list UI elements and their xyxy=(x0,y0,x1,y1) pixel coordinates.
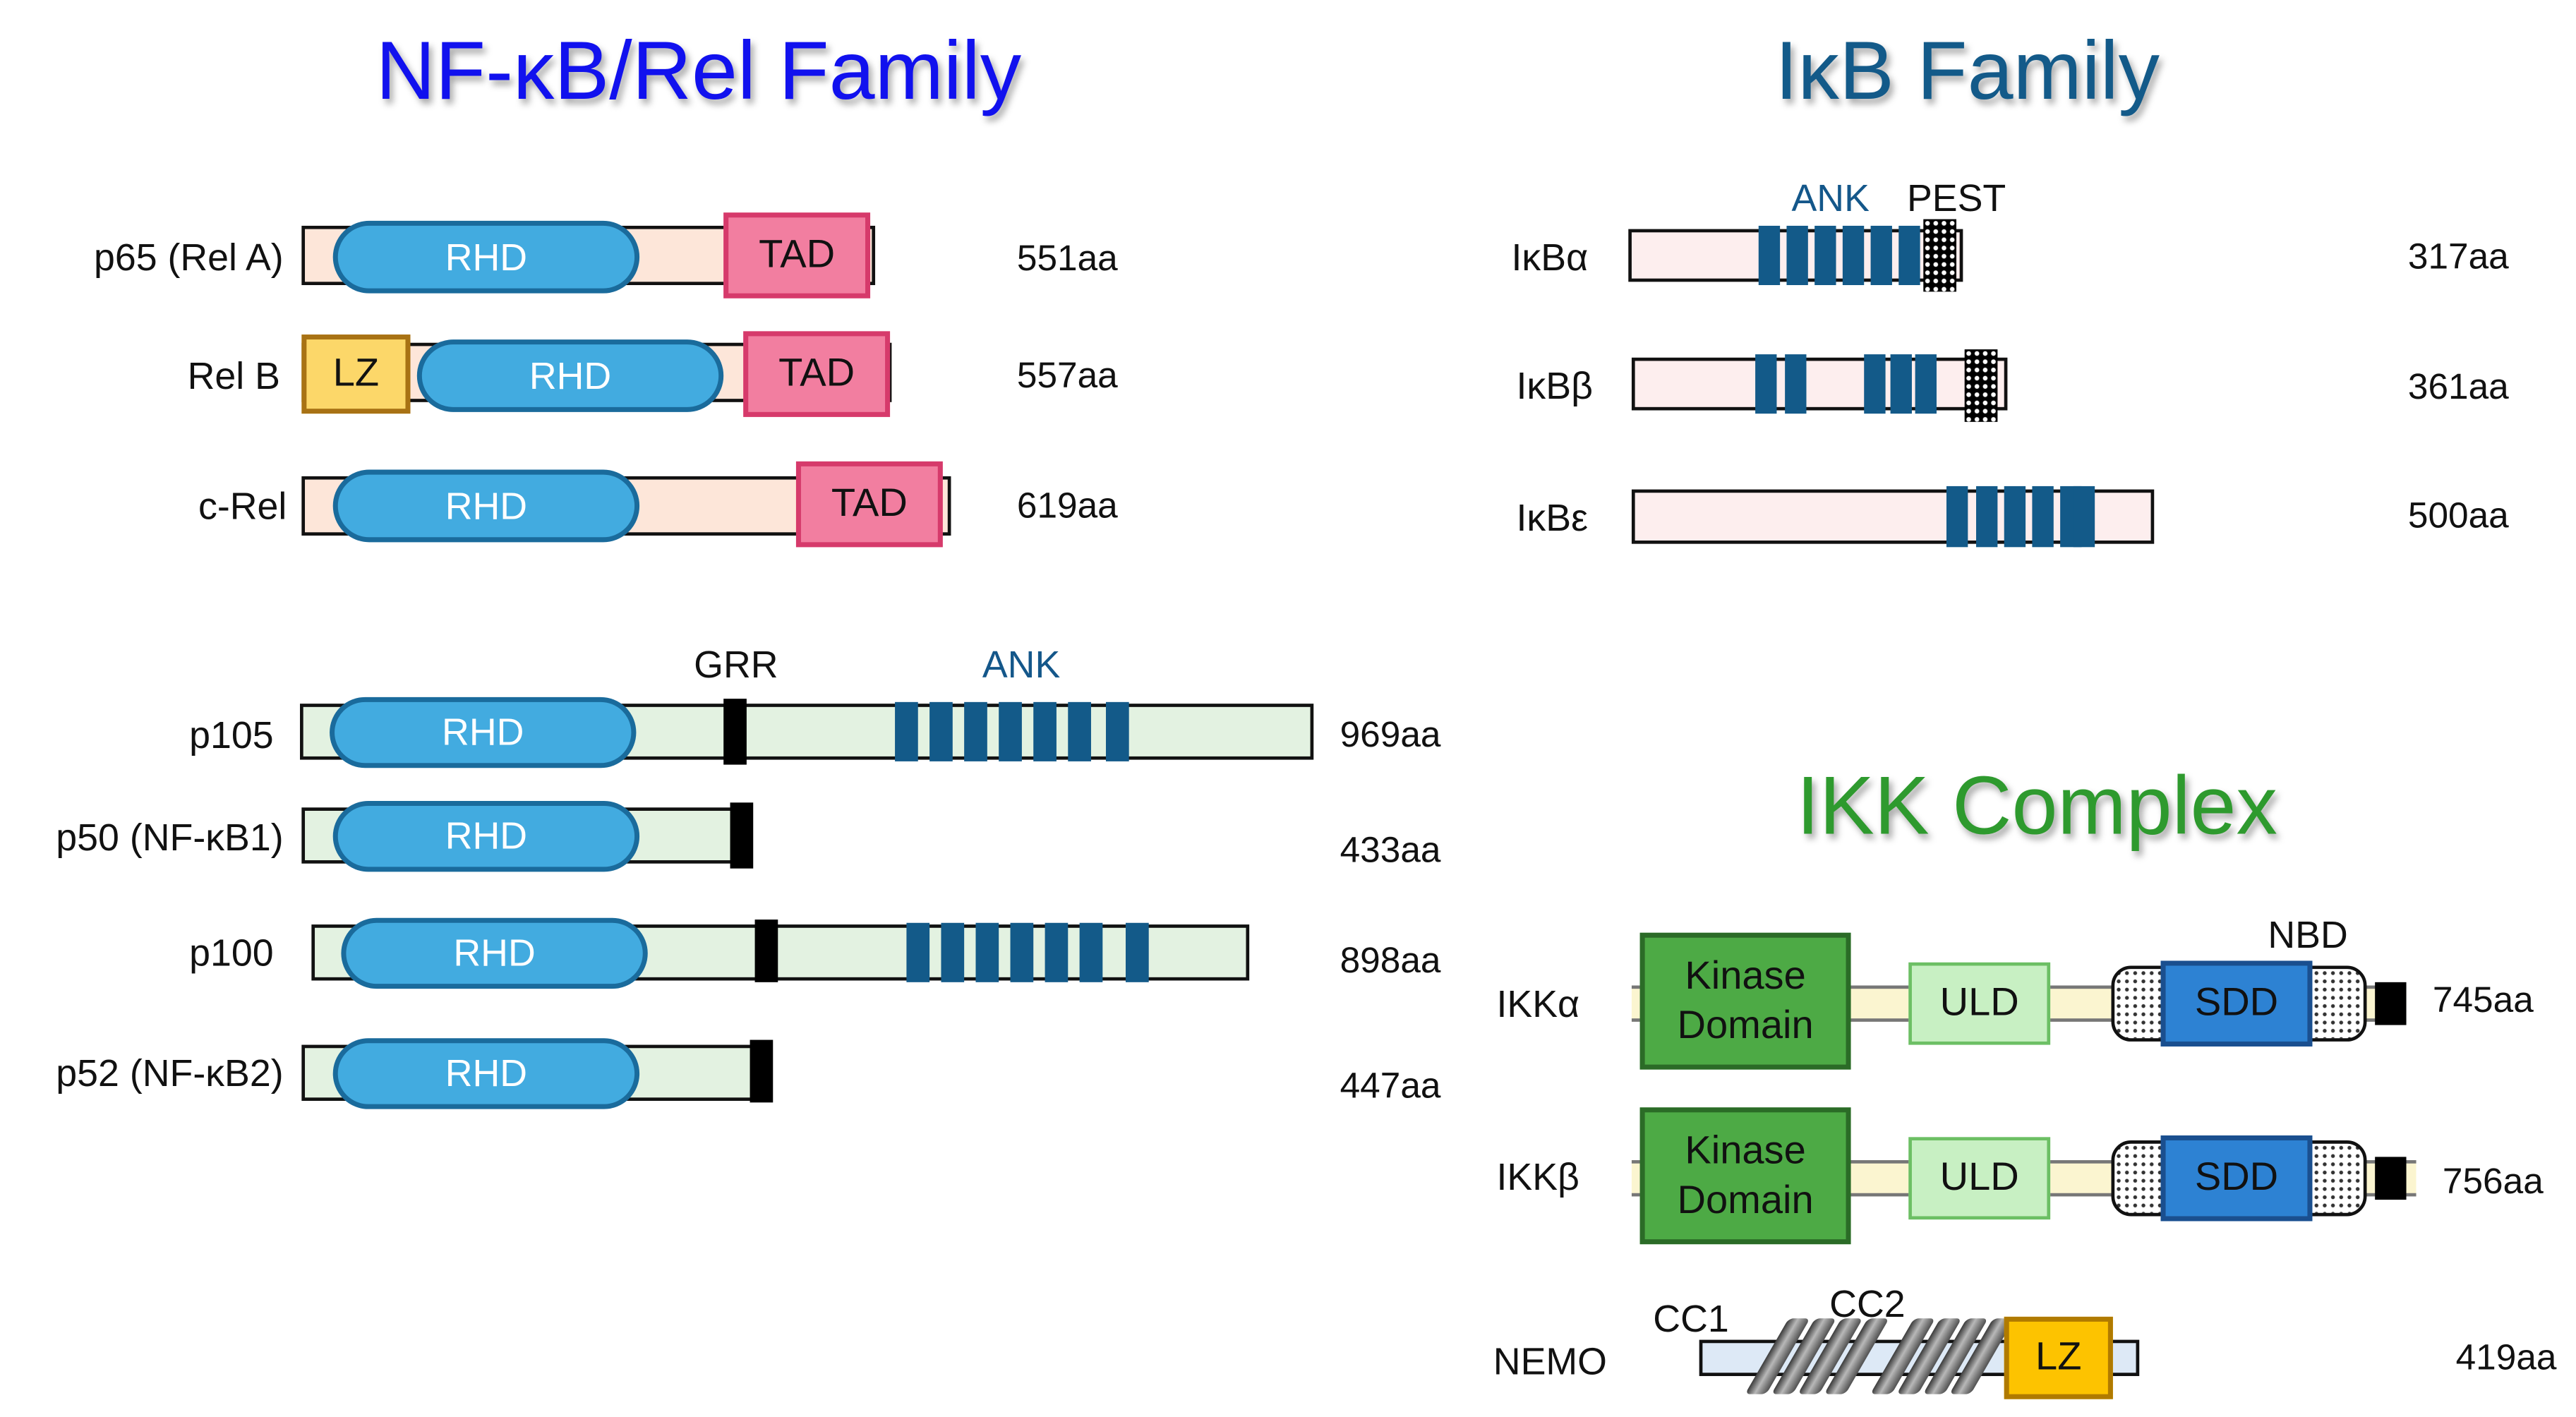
label-ank-ikb: ANK xyxy=(1791,176,1870,219)
rhd-domain: RHD xyxy=(330,697,637,768)
rhd-domain: RHD xyxy=(332,1038,640,1109)
lz-domain: LZ xyxy=(301,334,411,414)
title-ikk-complex: IKK Complex xyxy=(1796,759,2277,852)
length-ikbe: 500aa xyxy=(2407,494,2509,536)
rhd-domain: RHD xyxy=(332,800,640,872)
backbone-ikbb xyxy=(1631,357,2008,411)
length-p52: 447aa xyxy=(1340,1064,1441,1106)
ank-repeat xyxy=(929,701,953,761)
ank-repeat xyxy=(1033,701,1057,761)
label-pest: PEST xyxy=(1906,176,2006,219)
protein-label-nemo: NEMO xyxy=(1493,1339,1607,1383)
protein-label-p65: p65 (Rel A) xyxy=(93,235,284,279)
ank-repeat xyxy=(1814,225,1836,286)
label-ank-precursor: ANK xyxy=(982,642,1061,686)
sdd-domain: SDD xyxy=(2160,960,2313,1047)
grr-block xyxy=(723,699,747,765)
ank-repeat xyxy=(1045,922,1069,982)
protein-label-ikkb: IKKβ xyxy=(1496,1155,1579,1198)
protein-label-relb: Rel B xyxy=(187,354,281,397)
length-ikbb: 361aa xyxy=(2407,366,2509,407)
length-ikba: 317aa xyxy=(2407,235,2509,277)
protein-label-ikba: IκBα xyxy=(1511,235,1589,279)
uld-domain: ULD xyxy=(1908,962,2051,1045)
ank-repeat xyxy=(1890,354,1912,414)
length-p100: 898aa xyxy=(1340,939,1441,981)
ank-repeat xyxy=(2032,486,2054,548)
tad-domain: TAD xyxy=(795,461,943,548)
uld-domain: ULD xyxy=(1908,1137,2051,1220)
tad-domain: TAD xyxy=(743,331,891,417)
c-term-block xyxy=(750,1039,774,1103)
ank-repeat xyxy=(1870,225,1892,286)
length-nemo: 419aa xyxy=(2455,1336,2557,1378)
ank-repeat xyxy=(975,922,999,982)
grr-block xyxy=(754,919,778,982)
length-p105: 969aa xyxy=(1340,713,1441,755)
title-ikb-family: IκB Family xyxy=(1775,25,2160,117)
rhd-domain: RHD xyxy=(332,469,640,543)
protein-label-crel: c-Rel xyxy=(198,484,287,528)
rhd-domain: RHD xyxy=(416,339,724,412)
protein-label-ikbe: IκBε xyxy=(1516,495,1589,539)
ank-repeat xyxy=(1758,225,1781,286)
ank-repeat xyxy=(895,701,918,761)
protein-label-p50: p50 (NF-κB1) xyxy=(56,815,284,859)
ank-repeat xyxy=(964,701,987,761)
ank-repeat xyxy=(2073,486,2095,548)
ank-repeat xyxy=(1105,701,1129,761)
label-cc1: CC1 xyxy=(1653,1296,1729,1340)
length-crel: 619aa xyxy=(1016,484,1118,526)
lz-domain: LZ xyxy=(2004,1316,2113,1399)
ank-repeat xyxy=(1785,354,1807,414)
nbd-block xyxy=(2375,1157,2407,1200)
nbd-block xyxy=(2375,982,2407,1025)
ank-repeat xyxy=(941,922,965,982)
ank-repeat xyxy=(1079,922,1103,982)
ank-repeat xyxy=(1864,354,1886,414)
title-nfkb-rel-family: NF-κB/Rel Family xyxy=(375,25,1022,117)
ank-repeat xyxy=(999,701,1022,761)
protein-label-p52: p52 (NF-κB2) xyxy=(56,1051,284,1095)
kinase-domain: Kinase Domain xyxy=(1639,932,1851,1070)
sdd-domain: SDD xyxy=(2160,1135,2313,1222)
pest-domain xyxy=(1923,219,1957,292)
label-grr: GRR xyxy=(694,642,778,686)
ank-repeat xyxy=(1976,486,1998,548)
label-cc2: CC2 xyxy=(1829,1282,1906,1325)
ank-repeat xyxy=(1842,225,1865,286)
protein-label-ikka: IKKα xyxy=(1496,982,1580,1025)
ank-repeat xyxy=(1126,922,1149,982)
ank-repeat xyxy=(1915,354,1937,414)
tad-domain: TAD xyxy=(723,212,871,299)
ank-repeat xyxy=(1755,354,1777,414)
label-nbd: NBD xyxy=(2268,912,2348,956)
pest-domain xyxy=(1964,349,1998,422)
protein-label-ikbb: IκBβ xyxy=(1516,364,1593,407)
protein-label-p100: p100 xyxy=(189,931,274,975)
ank-repeat xyxy=(1946,486,1968,548)
ank-repeat xyxy=(1068,701,1091,761)
rhd-domain: RHD xyxy=(341,917,648,989)
length-relb: 557aa xyxy=(1016,354,1118,396)
ank-repeat xyxy=(2004,486,2026,548)
length-ikka: 745aa xyxy=(2432,979,2534,1020)
ank-repeat xyxy=(1898,225,1920,286)
c-term-block xyxy=(730,802,754,869)
length-ikkb: 756aa xyxy=(2442,1160,2544,1202)
length-p65: 551aa xyxy=(1016,237,1118,279)
kinase-domain: Kinase Domain xyxy=(1639,1107,1851,1245)
ank-repeat xyxy=(1786,225,1808,286)
rhd-domain: RHD xyxy=(332,220,640,294)
ank-repeat xyxy=(1010,922,1034,982)
length-p50: 433aa xyxy=(1340,828,1441,871)
protein-label-p105: p105 xyxy=(189,713,274,756)
ank-repeat xyxy=(906,922,930,982)
